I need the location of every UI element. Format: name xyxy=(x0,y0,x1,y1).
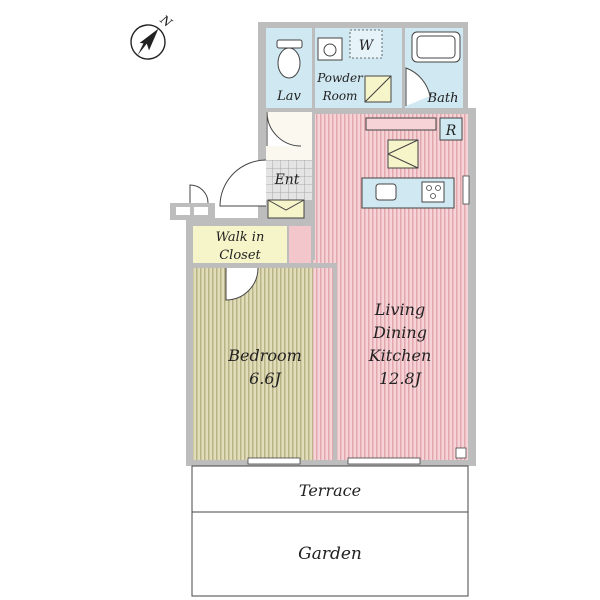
bath-label: Bath xyxy=(427,91,459,106)
lavatory-label: Lav xyxy=(276,89,301,104)
walk-in-closet-label-line2: Closet xyxy=(219,248,261,263)
ldk-window xyxy=(347,457,421,465)
ldk-label-line3: Kitchen xyxy=(368,346,432,365)
ldk-left-wall xyxy=(333,264,337,460)
compass-icon xyxy=(130,24,166,60)
bath-door-swing xyxy=(405,67,431,106)
walk-in-closet-label-line1: Walk in xyxy=(216,230,265,245)
porch-door-swing xyxy=(189,184,209,204)
compass-north-label: N xyxy=(157,12,175,30)
ldk-corner-box xyxy=(455,447,467,459)
terrace-label: Terrace xyxy=(299,481,361,500)
bedroom-label-line1: Bedroom xyxy=(227,346,302,365)
bedroom-room xyxy=(193,268,333,460)
bedroom-window xyxy=(247,457,301,465)
ldk-label-line2: Dining xyxy=(372,323,427,342)
kitchen-upper-shelf xyxy=(365,117,437,131)
shoe-cabinet-icon xyxy=(267,199,305,219)
powder-room-label-line2: Room xyxy=(322,89,358,103)
entrance-door-swing xyxy=(219,159,267,207)
refrigerator-space xyxy=(439,117,463,141)
walk-in-closet-room xyxy=(193,226,287,264)
toilet-icon xyxy=(276,39,303,79)
bedroom-door-swing xyxy=(225,267,259,301)
ldk-label-line1: Living xyxy=(374,300,425,319)
ldk-room xyxy=(313,114,468,460)
kitchen-counter xyxy=(361,177,455,209)
closet-pink-strip xyxy=(289,226,311,264)
lav-door-swing xyxy=(266,111,302,147)
storage-icon xyxy=(364,75,392,103)
garden-label: Garden xyxy=(298,544,362,564)
powder-room-label-line1: Powder xyxy=(316,71,364,85)
garden-area xyxy=(191,511,469,597)
bedroom-label-line2: 6.6J xyxy=(249,369,282,388)
refrigerator-label: R xyxy=(445,123,457,139)
bathtub-icon xyxy=(411,31,461,63)
ldk-label-line4: 12.8J xyxy=(379,369,423,388)
washer-label: W xyxy=(359,38,375,54)
washer-space xyxy=(349,29,383,59)
entrance-label: Ent xyxy=(274,172,300,188)
washbasin-icon xyxy=(317,37,343,61)
kitchen-storage-icon xyxy=(387,139,419,169)
entrance-area xyxy=(266,160,312,200)
wall-ldk-west xyxy=(312,112,315,260)
kitchen-window xyxy=(462,175,470,205)
bedroom-top-wall xyxy=(186,263,337,268)
